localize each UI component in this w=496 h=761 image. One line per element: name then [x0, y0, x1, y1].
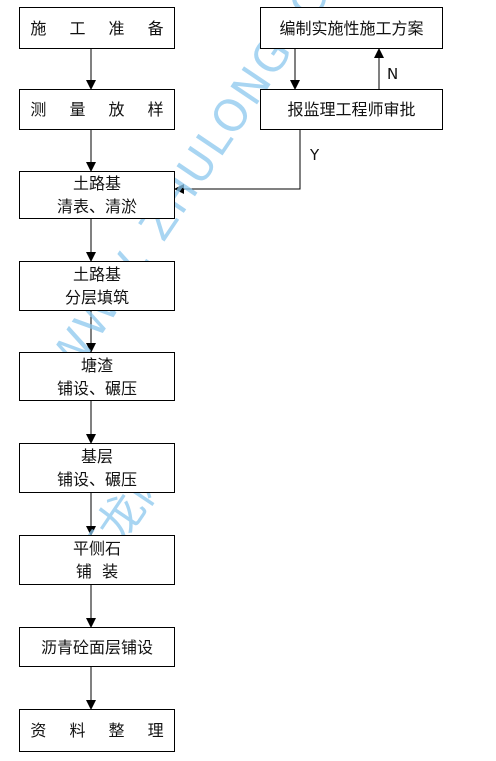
step-asphalt-label: 沥青砼面层铺设 — [40, 637, 153, 657]
step-subgrade-fill-line1: 土路基 — [72, 265, 121, 284]
step-survey-label: 测 量 放 样 — [30, 100, 173, 119]
step-base-line2: 铺设、碾压 — [56, 470, 137, 489]
step-documents: 资 料 整 理 — [19, 709, 175, 752]
step-base-line1: 基层 — [80, 447, 113, 466]
step-subgrade-clear-line1: 土路基 — [72, 174, 121, 193]
step-curb-line2: 铺 装 — [75, 562, 119, 581]
step-subgrade-clear: 土路基 清表、清淤 — [19, 171, 175, 219]
step-approval: 报监理工程师审批 — [260, 89, 443, 130]
step-curb-line1: 平侧石 — [72, 539, 121, 558]
step-asphalt: 沥青砼面层铺设 — [19, 627, 175, 667]
step-ballast: 塘渣 铺设、碾压 — [19, 352, 175, 401]
step-subgrade-clear-line2: 清表、清淤 — [56, 197, 137, 216]
arrow-approval-to-s3 — [174, 130, 301, 194]
step-base: 基层 铺设、碾压 — [19, 443, 175, 493]
step-curb: 平侧石 铺 装 — [19, 535, 175, 585]
label-yes: Y — [310, 146, 320, 164]
step-ballast-line1: 塘渣 — [80, 355, 113, 375]
step-plan-label: 编制实施性施工方案 — [279, 18, 424, 38]
step-prepare: 施 工 准 备 — [19, 7, 175, 49]
step-prepare-label: 施 工 准 备 — [30, 18, 173, 38]
step-approval-label: 报监理工程师审批 — [287, 100, 416, 119]
step-plan: 编制实施性施工方案 — [260, 7, 443, 49]
step-survey: 测 量 放 样 — [19, 89, 175, 130]
step-subgrade-fill-line2: 分层填筑 — [64, 288, 129, 307]
step-documents-label: 资 料 整 理 — [30, 721, 173, 740]
step-ballast-line2: 铺设、碾压 — [56, 378, 137, 398]
step-subgrade-fill: 土路基 分层填筑 — [19, 261, 175, 311]
label-no: N — [387, 65, 399, 83]
